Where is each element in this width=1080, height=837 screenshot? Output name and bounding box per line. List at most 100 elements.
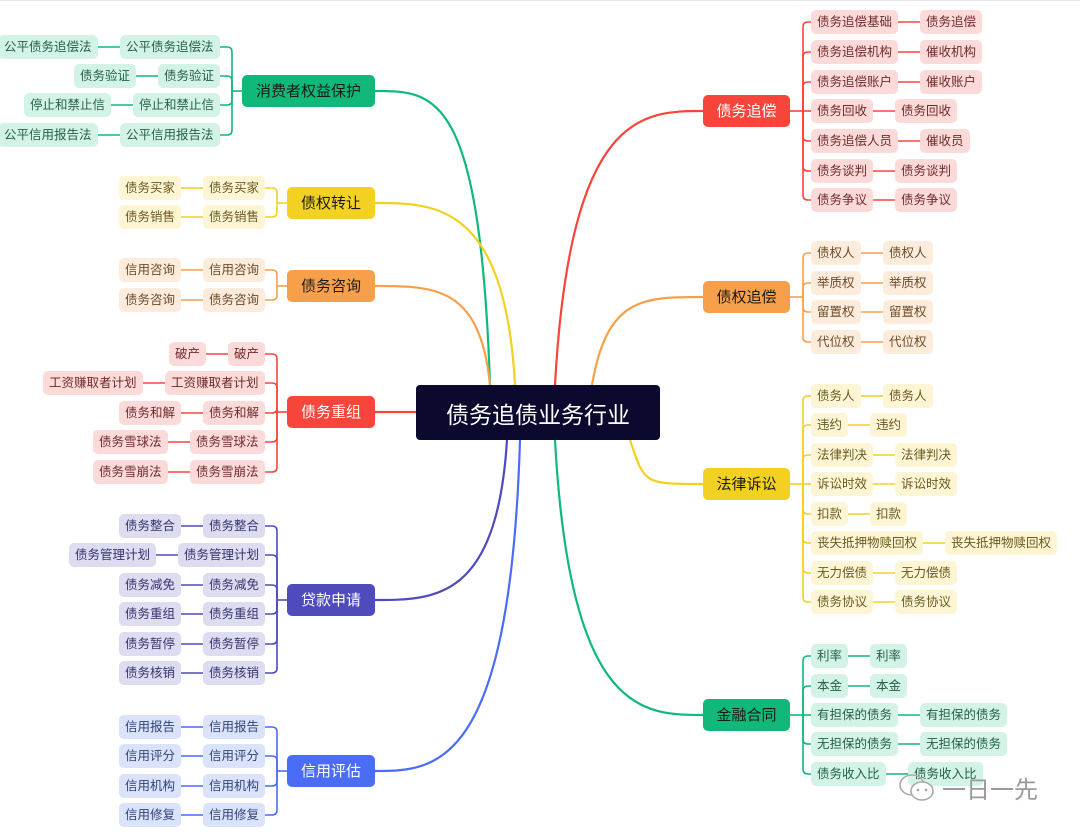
subtopic-financial-contract[interactable]: 本金 [811, 674, 849, 698]
subtopic-consumer-protection[interactable]: 停止和禁止信 [133, 93, 221, 117]
leaf-debt-restructuring[interactable]: 债务和解 [119, 401, 182, 425]
leaf-litigation[interactable]: 债务协议 [895, 590, 958, 614]
subtopic-loan-application[interactable]: 债务核销 [203, 661, 266, 685]
branch-debt-transfer[interactable]: 债权转让 [287, 187, 375, 219]
subtopic-debt-restructuring[interactable]: 工资赚取者计划 [165, 371, 265, 395]
subtopic-debt-restructuring[interactable]: 债务雪球法 [190, 430, 265, 454]
leaf-debt-recovery[interactable]: 催收员 [920, 129, 970, 153]
subtopic-litigation[interactable]: 债务协议 [811, 590, 874, 614]
subtopic-litigation[interactable]: 无力偿债 [811, 561, 874, 585]
branch-loan-application[interactable]: 贷款申请 [287, 584, 375, 616]
leaf-debt-restructuring[interactable]: 债务雪球法 [93, 430, 168, 454]
subtopic-consumer-protection[interactable]: 债务验证 [158, 64, 221, 88]
leaf-debt-recovery[interactable]: 债务谈判 [895, 159, 958, 183]
leaf-creditor-recovery[interactable]: 债权人 [883, 241, 933, 265]
subtopic-creditor-recovery[interactable]: 举质权 [811, 271, 861, 295]
leaf-litigation[interactable]: 违约 [870, 413, 908, 437]
branch-creditor-recovery[interactable]: 债权追偿 [703, 281, 790, 313]
subtopic-debt-consulting[interactable]: 债务咨询 [203, 288, 266, 312]
subtopic-loan-application[interactable]: 债务整合 [203, 514, 266, 538]
branch-consumer-protection[interactable]: 消费者权益保护 [242, 75, 375, 107]
leaf-financial-contract[interactable]: 有担保的债务 [920, 703, 1008, 727]
subtopic-debt-recovery[interactable]: 债务谈判 [811, 159, 874, 183]
leaf-debt-recovery[interactable]: 债务追偿 [920, 10, 983, 34]
subtopic-debt-recovery[interactable]: 债务追偿人员 [811, 129, 899, 153]
subtopic-financial-contract[interactable]: 利率 [811, 644, 849, 668]
leaf-debt-recovery[interactable]: 债务回收 [895, 99, 958, 123]
subtopic-creditor-recovery[interactable]: 留置权 [811, 300, 861, 324]
subtopic-loan-application[interactable]: 债务重组 [203, 602, 266, 626]
leaf-debt-restructuring[interactable]: 破产 [169, 342, 207, 366]
leaf-debt-recovery[interactable]: 债务争议 [895, 188, 958, 212]
subtopic-creditor-recovery[interactable]: 代位权 [811, 330, 861, 354]
subtopic-debt-restructuring[interactable]: 债务和解 [203, 401, 266, 425]
leaf-litigation[interactable]: 诉讼时效 [895, 472, 958, 496]
subtopic-loan-application[interactable]: 债务减免 [203, 573, 266, 597]
leaf-debt-consulting[interactable]: 信用咨询 [119, 258, 182, 282]
subtopic-litigation[interactable]: 扣款 [811, 502, 849, 526]
leaf-credit-assessment[interactable]: 信用修复 [119, 803, 182, 827]
subtopic-debt-transfer[interactable]: 债务销售 [203, 205, 266, 229]
subtopic-creditor-recovery[interactable]: 债权人 [811, 241, 861, 265]
leaf-litigation[interactable]: 债务人 [883, 384, 933, 408]
subtopic-litigation[interactable]: 丧失抵押物赎回权 [811, 531, 924, 555]
subtopic-financial-contract[interactable]: 债务收入比 [811, 762, 886, 786]
subtopic-loan-application[interactable]: 债务管理计划 [178, 543, 266, 567]
leaf-debt-restructuring[interactable]: 债务雪崩法 [93, 460, 168, 484]
subtopic-debt-recovery[interactable]: 债务追偿账户 [811, 70, 899, 94]
subtopic-loan-application[interactable]: 债务暂停 [203, 632, 266, 656]
leaf-consumer-protection[interactable]: 公平债务追偿法 [0, 35, 98, 59]
leaf-debt-recovery[interactable]: 催收账户 [920, 70, 983, 94]
leaf-creditor-recovery[interactable]: 代位权 [883, 330, 933, 354]
subtopic-credit-assessment[interactable]: 信用报告 [203, 715, 266, 739]
central-topic[interactable]: 债务追债业务行业 [416, 385, 660, 440]
leaf-debt-consulting[interactable]: 债务咨询 [119, 288, 182, 312]
leaf-consumer-protection[interactable]: 公平信用报告法 [0, 123, 98, 147]
subtopic-debt-consulting[interactable]: 信用咨询 [203, 258, 266, 282]
branch-debt-recovery[interactable]: 债务追偿 [703, 95, 790, 127]
subtopic-debt-restructuring[interactable]: 破产 [228, 342, 266, 366]
leaf-litigation[interactable]: 无力偿债 [895, 561, 958, 585]
leaf-financial-contract[interactable]: 利率 [870, 644, 908, 668]
leaf-consumer-protection[interactable]: 停止和禁止信 [24, 93, 112, 117]
leaf-loan-application[interactable]: 债务核销 [119, 661, 182, 685]
subtopic-litigation[interactable]: 债务人 [811, 384, 861, 408]
subtopic-debt-recovery[interactable]: 债务追偿机构 [811, 40, 899, 64]
leaf-loan-application[interactable]: 债务管理计划 [69, 543, 157, 567]
leaf-creditor-recovery[interactable]: 举质权 [883, 271, 933, 295]
leaf-creditor-recovery[interactable]: 留置权 [883, 300, 933, 324]
leaf-loan-application[interactable]: 债务减免 [119, 573, 182, 597]
subtopic-litigation[interactable]: 诉讼时效 [811, 472, 874, 496]
leaf-loan-application[interactable]: 债务暂停 [119, 632, 182, 656]
leaf-loan-application[interactable]: 债务整合 [119, 514, 182, 538]
subtopic-debt-transfer[interactable]: 债务买家 [203, 176, 266, 200]
branch-financial-contract[interactable]: 金融合同 [703, 699, 790, 731]
leaf-debt-recovery[interactable]: 催收机构 [920, 40, 983, 64]
subtopic-financial-contract[interactable]: 有担保的债务 [811, 703, 899, 727]
leaf-credit-assessment[interactable]: 信用评分 [119, 744, 182, 768]
leaf-litigation[interactable]: 丧失抵押物赎回权 [945, 531, 1058, 555]
leaf-debt-transfer[interactable]: 债务买家 [119, 176, 182, 200]
subtopic-debt-recovery[interactable]: 债务追偿基础 [811, 10, 899, 34]
subtopic-credit-assessment[interactable]: 信用机构 [203, 774, 266, 798]
leaf-credit-assessment[interactable]: 信用报告 [119, 715, 182, 739]
leaf-debt-restructuring[interactable]: 工资赚取者计划 [43, 371, 143, 395]
leaf-financial-contract[interactable]: 本金 [870, 674, 908, 698]
subtopic-debt-restructuring[interactable]: 债务雪崩法 [190, 460, 265, 484]
branch-litigation[interactable]: 法律诉讼 [703, 468, 790, 500]
branch-debt-restructuring[interactable]: 债务重组 [287, 396, 375, 428]
branch-debt-consulting[interactable]: 债务咨询 [287, 270, 375, 302]
subtopic-consumer-protection[interactable]: 公平信用报告法 [120, 123, 220, 147]
leaf-credit-assessment[interactable]: 信用机构 [119, 774, 182, 798]
leaf-litigation[interactable]: 扣款 [870, 502, 908, 526]
leaf-consumer-protection[interactable]: 债务验证 [74, 64, 137, 88]
leaf-financial-contract[interactable]: 无担保的债务 [920, 732, 1008, 756]
leaf-debt-transfer[interactable]: 债务销售 [119, 205, 182, 229]
leaf-loan-application[interactable]: 债务重组 [119, 602, 182, 626]
subtopic-litigation[interactable]: 法律判决 [811, 443, 874, 467]
subtopic-debt-recovery[interactable]: 债务争议 [811, 188, 874, 212]
subtopic-credit-assessment[interactable]: 信用评分 [203, 744, 266, 768]
subtopic-consumer-protection[interactable]: 公平债务追偿法 [120, 35, 220, 59]
subtopic-litigation[interactable]: 违约 [811, 413, 849, 437]
subtopic-credit-assessment[interactable]: 信用修复 [203, 803, 266, 827]
